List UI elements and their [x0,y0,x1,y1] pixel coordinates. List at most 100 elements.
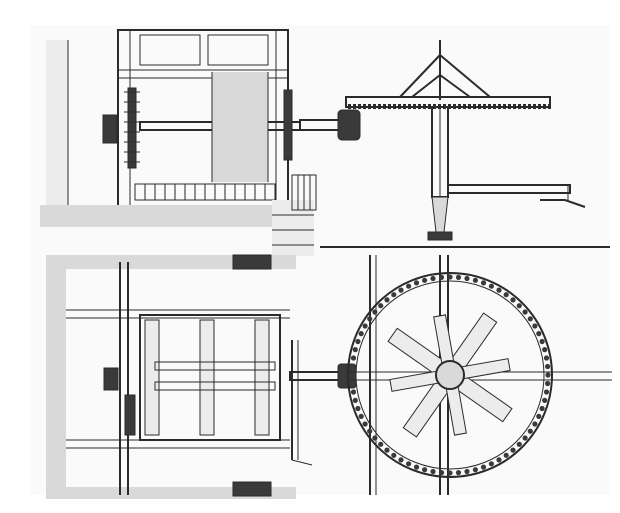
rim-tooth [372,309,378,315]
rim-tooth [503,452,509,458]
rim-tooth [539,405,545,412]
rim-tooth [378,303,384,309]
rim-tooth [542,347,548,353]
rim-tooth [367,428,373,434]
rim-tooth [522,309,528,315]
rim-tooth [516,441,522,447]
crown-tooth [498,104,501,109]
rim-tooth [355,338,361,345]
rim-tooth [480,464,487,470]
rim-tooth [413,464,420,470]
rim-tooth [438,274,445,280]
crown-tooth [463,104,466,109]
rim-tooth [350,355,357,361]
rim-tooth [480,280,487,286]
rim-tooth [406,461,412,467]
crown-tooth [428,104,431,109]
crown-tooth [363,104,366,109]
crown-tooth [478,104,481,109]
rim-tooth [438,470,445,476]
rim-tooth [413,280,420,286]
crown-tooth [543,104,546,109]
rim-tooth [352,397,358,403]
crown-tooth [368,104,371,109]
crown-tooth [528,104,531,109]
rim-tooth [488,461,494,467]
rim-tooth [447,470,453,476]
grating-bars [144,184,266,200]
rim-tooth [503,292,509,298]
crown-tooth [483,104,486,109]
rim-tooth [350,389,357,395]
crown-tooth [488,104,491,109]
crown-tooth [513,104,516,109]
rim-tooth [447,274,453,280]
rim-tooth [464,275,470,282]
crown-tooth [448,104,451,109]
mill-house-elevation [40,29,317,256]
rim-tooth [532,421,538,427]
rim-tooth [430,468,436,475]
rim-tooth [422,467,428,473]
rim-tooth [536,413,542,419]
rim-tooth [539,338,545,345]
rim-tooth [472,277,478,283]
rim-tooth [472,467,478,473]
crown-tooth [413,104,416,109]
rim-tooth [349,363,355,370]
crown-tooth [408,104,411,109]
rim-tooth [398,457,404,463]
horse-wheel-plan [347,255,612,495]
rim-tooth [378,441,384,447]
crown-tooth [523,104,526,109]
crown-tooth [503,104,506,109]
rim-tooth [527,316,533,322]
rim-tooth [406,283,412,289]
crown-tooth [358,104,361,109]
rim-tooth [355,405,361,412]
crown-tooth [373,104,376,109]
crown-tooth [458,104,461,109]
rim-tooth [391,452,397,458]
rim-tooth [358,331,364,337]
crown-tooth [473,104,476,109]
crown-tooth [468,104,471,109]
rim-tooth [543,355,550,361]
crown-tooth [423,104,426,109]
rim-tooth [372,435,378,441]
rim-tooth [496,457,502,463]
rim-tooth [510,297,516,303]
rim-tooth [349,372,355,378]
rim-tooth [516,303,522,309]
rim-tooth [384,297,390,303]
crown-tooth [383,104,386,109]
crown-tooth [453,104,456,109]
rim-tooth [545,372,551,378]
crown-tooth [533,104,536,109]
rim-tooth [545,363,551,370]
crown-tooth [508,104,511,109]
rim-tooth [367,316,373,322]
rim-tooth [536,331,542,337]
crown-tooth [353,104,356,109]
crown-tooth [393,104,396,109]
rim-tooth [543,389,550,395]
crown-tooth [348,104,351,109]
crown-tooth [403,104,406,109]
rim-tooth [422,277,428,283]
rim-tooth [362,323,368,329]
rim-tooth [496,287,502,293]
rim-tooth [532,323,538,329]
mill-house-plan [46,254,357,499]
rim-tooth [545,380,551,387]
rim-tooth [391,292,397,298]
crown-tooth [518,104,521,109]
rim-tooth [542,397,548,403]
rim-tooth [430,275,436,282]
rim-tooth [455,274,462,280]
crown-tooth [538,104,541,109]
left-gear-teeth [124,91,140,163]
rim-tooth [522,435,528,441]
